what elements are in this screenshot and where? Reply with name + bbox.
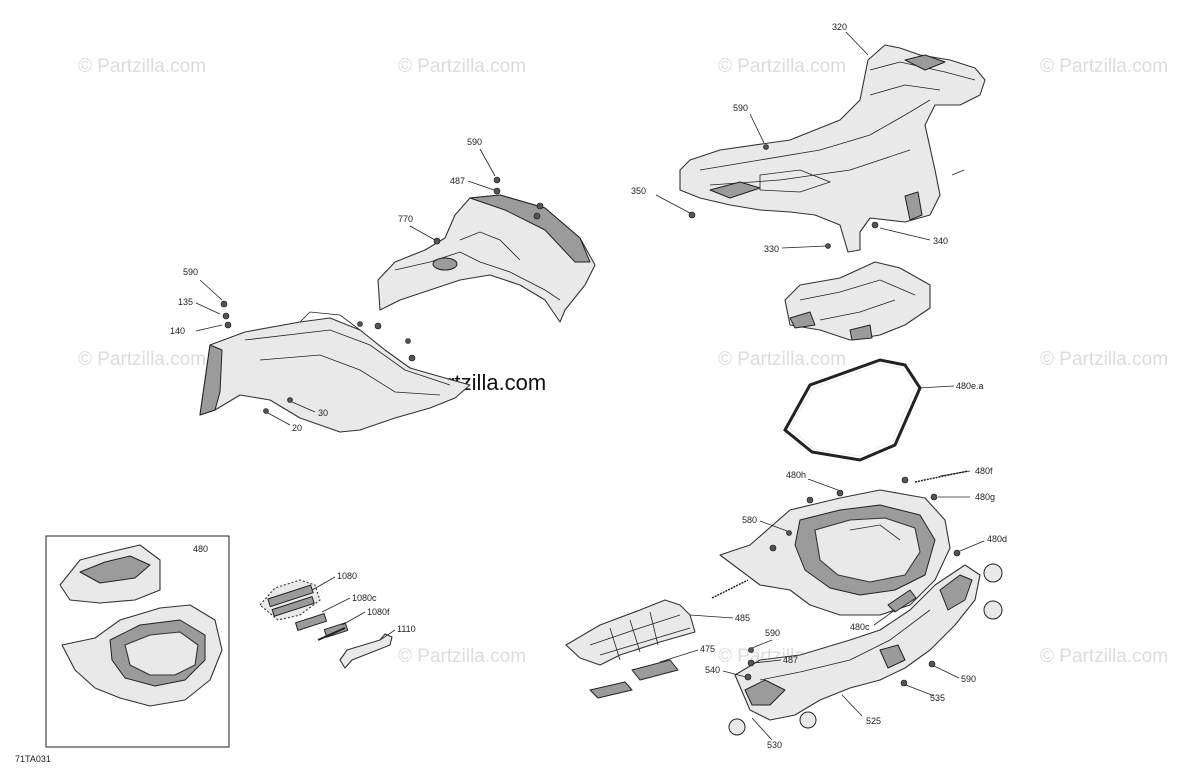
watermark-4: © Partzilla.com bbox=[1040, 56, 1168, 77]
watermark-5: © Partzilla.com bbox=[78, 349, 206, 370]
callout-1080f: 1080f bbox=[367, 607, 390, 617]
callout-480h: 480h bbox=[786, 470, 806, 480]
callout-485: 485 bbox=[735, 613, 750, 623]
callout-30: 30 bbox=[318, 408, 328, 418]
callout-350: 350 bbox=[631, 186, 646, 196]
watermark-7: © Partzilla.com bbox=[1040, 349, 1168, 370]
watermark-9: © Partzilla.com bbox=[398, 646, 526, 667]
callout-340: 340 bbox=[933, 236, 948, 246]
storage-box bbox=[719, 489, 951, 616]
callout-1080: 1080 bbox=[337, 571, 357, 581]
callout-20: 20 bbox=[292, 423, 302, 433]
callout-330: 330 bbox=[764, 244, 779, 254]
inset-assembly: 480 bbox=[45, 535, 230, 748]
fasteners-left bbox=[220, 176, 544, 414]
callout-480c: 480c bbox=[850, 622, 870, 632]
fasteners-rack bbox=[688, 144, 965, 249]
callout-1110: 1110 bbox=[397, 624, 416, 634]
watermark-3: © Partzilla.com bbox=[718, 56, 846, 77]
tool-kit bbox=[259, 579, 393, 669]
callout-480g: 480g bbox=[975, 492, 995, 502]
leaders-rack bbox=[655, 31, 931, 249]
gasket: 480e.a bbox=[783, 358, 984, 462]
callout-135: 135 bbox=[178, 297, 193, 307]
callouts-left: 590 135 140 30 20 590 487 770 bbox=[170, 137, 482, 433]
front-fender-upper bbox=[377, 194, 596, 323]
watermark-11: © Partzilla.com bbox=[1040, 646, 1168, 667]
storage-lid bbox=[784, 261, 931, 341]
front-fender-lower bbox=[199, 311, 471, 433]
callout-1080c: 1080c bbox=[352, 593, 377, 603]
callout-530: 530 bbox=[767, 740, 782, 750]
watermark-2: © Partzilla.com bbox=[398, 56, 526, 77]
callout-590-b: 590 bbox=[467, 137, 482, 147]
callout-480ea: 480e.a bbox=[956, 381, 984, 391]
diagram-reference: 71TA031 bbox=[15, 754, 51, 764]
watermark-6: © Partzilla.com bbox=[718, 349, 846, 370]
callouts-tools: 1080 1080c 1080f 1110 bbox=[337, 571, 416, 634]
floor-mat bbox=[565, 599, 696, 699]
leaders-storage bbox=[659, 470, 985, 741]
callout-480d: 480d bbox=[987, 534, 1007, 544]
inset-callout-480: 480 bbox=[193, 544, 208, 554]
callouts-storage: 480h 480f 480g 580 480d 480c 485 475 590… bbox=[700, 466, 1007, 750]
callout-320: 320 bbox=[832, 22, 847, 32]
rear-rack bbox=[679, 44, 986, 253]
callout-140: 140 bbox=[170, 326, 185, 336]
caps bbox=[728, 563, 1003, 736]
callout-487-a: 487 bbox=[450, 176, 465, 186]
callout-580: 580 bbox=[742, 515, 757, 525]
callout-525: 525 bbox=[866, 716, 881, 726]
leaders-tools bbox=[311, 576, 396, 641]
side-panel-right bbox=[734, 564, 981, 721]
callouts-rack: 320 590 350 340 330 bbox=[631, 22, 948, 254]
watermark-1: © Partzilla.com bbox=[78, 56, 206, 77]
callout-487-b: 487 bbox=[783, 655, 798, 665]
callout-590-c: 590 bbox=[733, 103, 748, 113]
callout-770: 770 bbox=[398, 214, 413, 224]
callout-590-a: 590 bbox=[183, 267, 198, 277]
callout-590-e: 590 bbox=[961, 674, 976, 684]
callout-475: 475 bbox=[700, 644, 715, 654]
callout-540: 540 bbox=[705, 665, 720, 675]
fasteners-storage bbox=[711, 470, 969, 687]
callout-480f: 480f bbox=[975, 466, 993, 476]
callout-535: 535 bbox=[930, 693, 945, 703]
leaders-left bbox=[195, 148, 496, 426]
callout-590-d: 590 bbox=[765, 628, 780, 638]
